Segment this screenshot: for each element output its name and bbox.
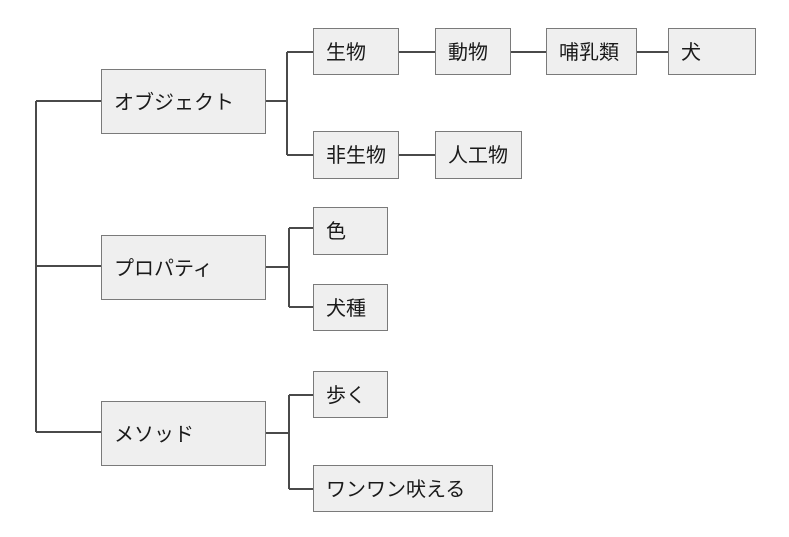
node-dog: 犬 <box>668 28 756 75</box>
node-color: 色 <box>313 207 388 255</box>
node-breed: 犬種 <box>313 284 388 331</box>
node-method: メソッド <box>101 401 266 466</box>
node-object: オブジェクト <box>101 69 266 134</box>
node-nonliving: 非生物 <box>313 131 399 179</box>
node-artifact: 人工物 <box>435 131 522 179</box>
node-animal: 動物 <box>435 28 511 75</box>
node-bark: ワンワン吠える <box>313 465 493 512</box>
node-property: プロパティ <box>101 235 266 300</box>
node-living: 生物 <box>313 28 399 75</box>
node-mammal: 哺乳類 <box>546 28 637 75</box>
node-walk: 歩く <box>313 371 388 418</box>
